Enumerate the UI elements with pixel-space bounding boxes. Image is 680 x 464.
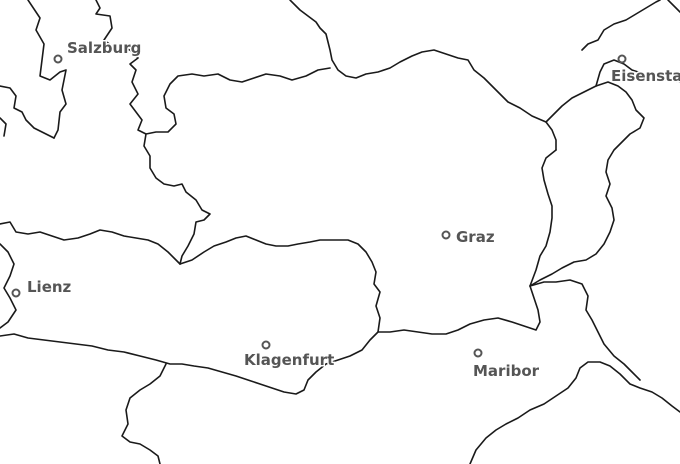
border-salzburg-east (95, 0, 147, 135)
city-salzburg: Salzburg (53, 38, 143, 64)
border-burgenland-ne (667, 0, 680, 13)
city-graz: Graz (441, 227, 496, 248)
border-carinthia-styria (179, 235, 381, 333)
border-slovenia-hungary (529, 279, 641, 381)
city-marker-icon (53, 54, 63, 64)
border-west-tip (0, 117, 7, 137)
border-west-small (0, 85, 55, 139)
city-label: Lienz (27, 278, 72, 296)
city-eisenstadt: Eisenstadt (610, 54, 680, 87)
city-marker-icon (473, 348, 483, 358)
city-klagenfurt: Klagenfurt (243, 340, 336, 371)
border-italy (121, 363, 167, 464)
city-label: Graz (456, 228, 495, 246)
border-burgenland-north (581, 0, 661, 51)
city-marker-icon (11, 288, 21, 298)
border-tyrol-west (0, 221, 181, 265)
border-eisenstadt (595, 59, 680, 87)
city-label: Salzburg (67, 39, 141, 57)
border-tyrol-lienz (0, 243, 17, 329)
city-label: Maribor (473, 362, 540, 380)
city-lienz: Lienz (11, 277, 73, 298)
border-austria-south (0, 285, 541, 395)
city-marker-icon (617, 54, 627, 64)
city-label: Klagenfurt (244, 351, 334, 369)
city-maribor: Maribor (472, 348, 541, 382)
border-burgenland (529, 81, 645, 287)
border-austria-north (289, 0, 557, 151)
city-marker-icon (441, 230, 451, 240)
border-slovenia-croatia (469, 361, 680, 464)
border-upper-austria (143, 67, 331, 265)
cities-layer: Salzburg Eisenstadt Graz Lienz Klagenfur… (11, 38, 680, 382)
city-marker-icon (261, 340, 271, 350)
city-label: Eisenstadt (611, 67, 680, 85)
border-salzburg-north (27, 0, 67, 139)
border-styria-east (529, 149, 557, 287)
